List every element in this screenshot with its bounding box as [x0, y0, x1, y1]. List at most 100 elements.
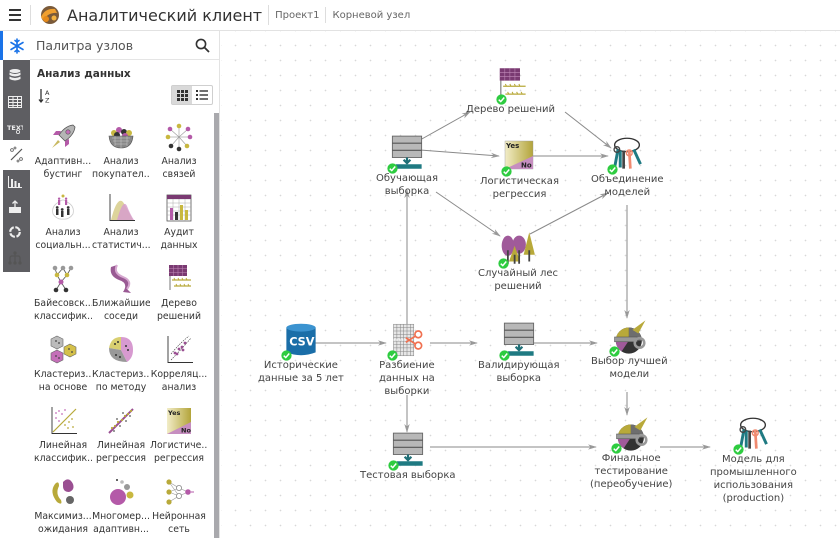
node-label: выборки [384, 386, 430, 397]
keyring-icon [613, 137, 643, 169]
tile-label: Нейронная [152, 511, 206, 522]
tile-label: Аудит [164, 227, 194, 238]
strip-tab-node-palette[interactable] [0, 31, 30, 60]
tile-label: регрессия [96, 453, 146, 464]
social-network-icon [52, 194, 74, 220]
node-label: (переобучение) [590, 479, 673, 490]
node-best-model-selection[interactable]: Выбор лучшей модели [591, 318, 668, 381]
svg-text:Z: Z [45, 97, 50, 105]
tile-label: на основе [38, 382, 88, 393]
split-scissors-icon [393, 323, 423, 357]
palette-search-input[interactable] [36, 37, 186, 53]
node-final-testing[interactable]: Финальное тестирование (переобучение) [590, 415, 672, 491]
palette-item-linear-regression[interactable]: Линейная регрессия [92, 399, 150, 470]
breadcrumb-root-node[interactable]: Корневой узел [332, 9, 411, 21]
node-validation-sample[interactable]: Валидирующая выборка [478, 322, 560, 385]
palette-item-basket-analysis[interactable]: Анализ покупател... [92, 115, 150, 186]
grid-view-button[interactable] [172, 86, 192, 104]
linear-classifier-icon [51, 407, 77, 434]
strip-tab-data-analysis[interactable] [3, 140, 30, 170]
palette-scrollbar[interactable] [214, 113, 219, 538]
palette-item-logistic-regression[interactable]: Yes No Логистиче... регрессия [150, 399, 208, 470]
sample-table-icon [391, 135, 423, 169]
tile-label: анализ [161, 382, 197, 393]
mars-bubbles-icon [110, 479, 134, 505]
tile-label: классифик... [34, 311, 92, 322]
palette-search [30, 31, 219, 60]
status-ok-icon [609, 346, 620, 357]
csv-database-icon: CSV [286, 323, 316, 356]
palette-item-neural-network[interactable]: Нейронная сеть [150, 470, 208, 538]
node-production-model[interactable]: Модель для промышленного использования (… [710, 416, 797, 505]
strip-tab-visualization[interactable] [0, 169, 30, 195]
section-title: Анализ данных [37, 68, 131, 80]
palette-item-statistical-analysis[interactable]: Анализ статистич... [92, 186, 150, 257]
node-test-sample[interactable]: Тестовая выборка [360, 432, 456, 482]
tile-label: связей [162, 169, 196, 180]
palette-item-adaptive-boosting[interactable]: Адаптивн... бустинг [34, 115, 92, 186]
workflow-canvas[interactable] [221, 31, 840, 538]
app-logo-icon [41, 6, 59, 24]
status-ok-icon [499, 350, 510, 361]
node-label: Модель для [722, 454, 785, 465]
knn-ribbon-icon [110, 264, 131, 293]
strip-tab-export[interactable] [0, 194, 30, 220]
tile-label: покупател... [92, 169, 150, 180]
divider [30, 5, 31, 25]
node-training-sample[interactable]: Обучающая выборка [376, 135, 438, 198]
breadcrumb-project[interactable]: Проект1 [275, 9, 320, 21]
hamburger-menu-icon[interactable] [0, 0, 30, 31]
node-logistic-regression[interactable]: Yes No Логистическая регрессия [480, 138, 559, 201]
node-model-ensemble[interactable]: Объединение моделей [591, 136, 664, 199]
list-view-button[interactable] [192, 86, 212, 104]
tile-label: Линейная [96, 440, 146, 451]
palette-item-decision-tree[interactable]: Дерево решений [150, 257, 208, 328]
distribution-icon [109, 194, 135, 221]
strip-tab-cycles[interactable] [0, 219, 30, 245]
palette-item-data-audit[interactable]: Аудит данных [150, 186, 208, 257]
node-icon [498, 230, 536, 269]
strip-tab-data-sources[interactable] [0, 62, 30, 88]
node-data-split[interactable]: Разбиение данных на выборки [379, 322, 435, 398]
tile-label: ожидания [38, 524, 88, 535]
model-selector-icon [616, 417, 648, 451]
tile-label: классифик... [34, 453, 92, 464]
node-icon [607, 136, 645, 175]
node-label: данных на [379, 373, 435, 384]
node-label: Обучающая [376, 173, 438, 184]
palette-item-correlation-analysis[interactable]: Корреляц... анализ [150, 328, 208, 399]
forest-icon [501, 232, 535, 264]
palette-item-expectation-maximization[interactable]: Максимиз... ожидания [34, 470, 92, 538]
palette-item-social-network-analysis[interactable]: Анализ социальн... [34, 186, 92, 257]
linear-regression-icon [108, 408, 134, 434]
node-decision-tree[interactable]: Дерево решений [466, 66, 555, 116]
strip-tab-text[interactable]: TEXT [0, 115, 30, 141]
sort-az-icon[interactable]: A Z [38, 87, 54, 105]
category-strip: TEXT [0, 31, 30, 538]
csv-badge: CSV [289, 336, 315, 349]
palette-item-linear-classifier[interactable]: Линейная классифик... [34, 399, 92, 470]
tile-label: Дерево [161, 298, 197, 309]
status-ok-icon [388, 460, 399, 471]
list-view-icon [196, 90, 208, 100]
palette-item-mars[interactable]: Многомер... адаптивн... [92, 470, 150, 538]
node-random-forest[interactable]: Случайный лес решений [478, 230, 558, 293]
node-icon: Yes No [501, 138, 535, 177]
tile-label: сеть [168, 524, 190, 535]
snowflake-icon [9, 37, 24, 54]
palette-item-bayesian-classifier[interactable]: Байесовск... классифик... [34, 257, 92, 328]
node-historical-csv[interactable]: CSV Исторические данные за 5 лет [258, 322, 344, 385]
palette-item-hex-clustering[interactable]: Кластериз... на основе [34, 328, 92, 399]
palette-item-kmeans-clustering[interactable]: Кластериз... по методу [92, 328, 150, 399]
bar-chart-icon [8, 176, 22, 188]
strip-tab-hierarchy[interactable] [0, 245, 30, 271]
node-label: Выбор лучшей [591, 356, 668, 367]
export-icon [9, 200, 21, 213]
node-label: Исторические [263, 360, 338, 371]
search-icon[interactable] [195, 38, 210, 53]
tile-label: Анализ [103, 156, 139, 167]
palette-item-nearest-neighbors[interactable]: Ближайшие соседи [92, 257, 150, 328]
strip-tab-tables[interactable] [0, 89, 30, 115]
palette-item-link-analysis[interactable]: Анализ связей [150, 115, 208, 186]
node-label: выборка [496, 373, 542, 384]
